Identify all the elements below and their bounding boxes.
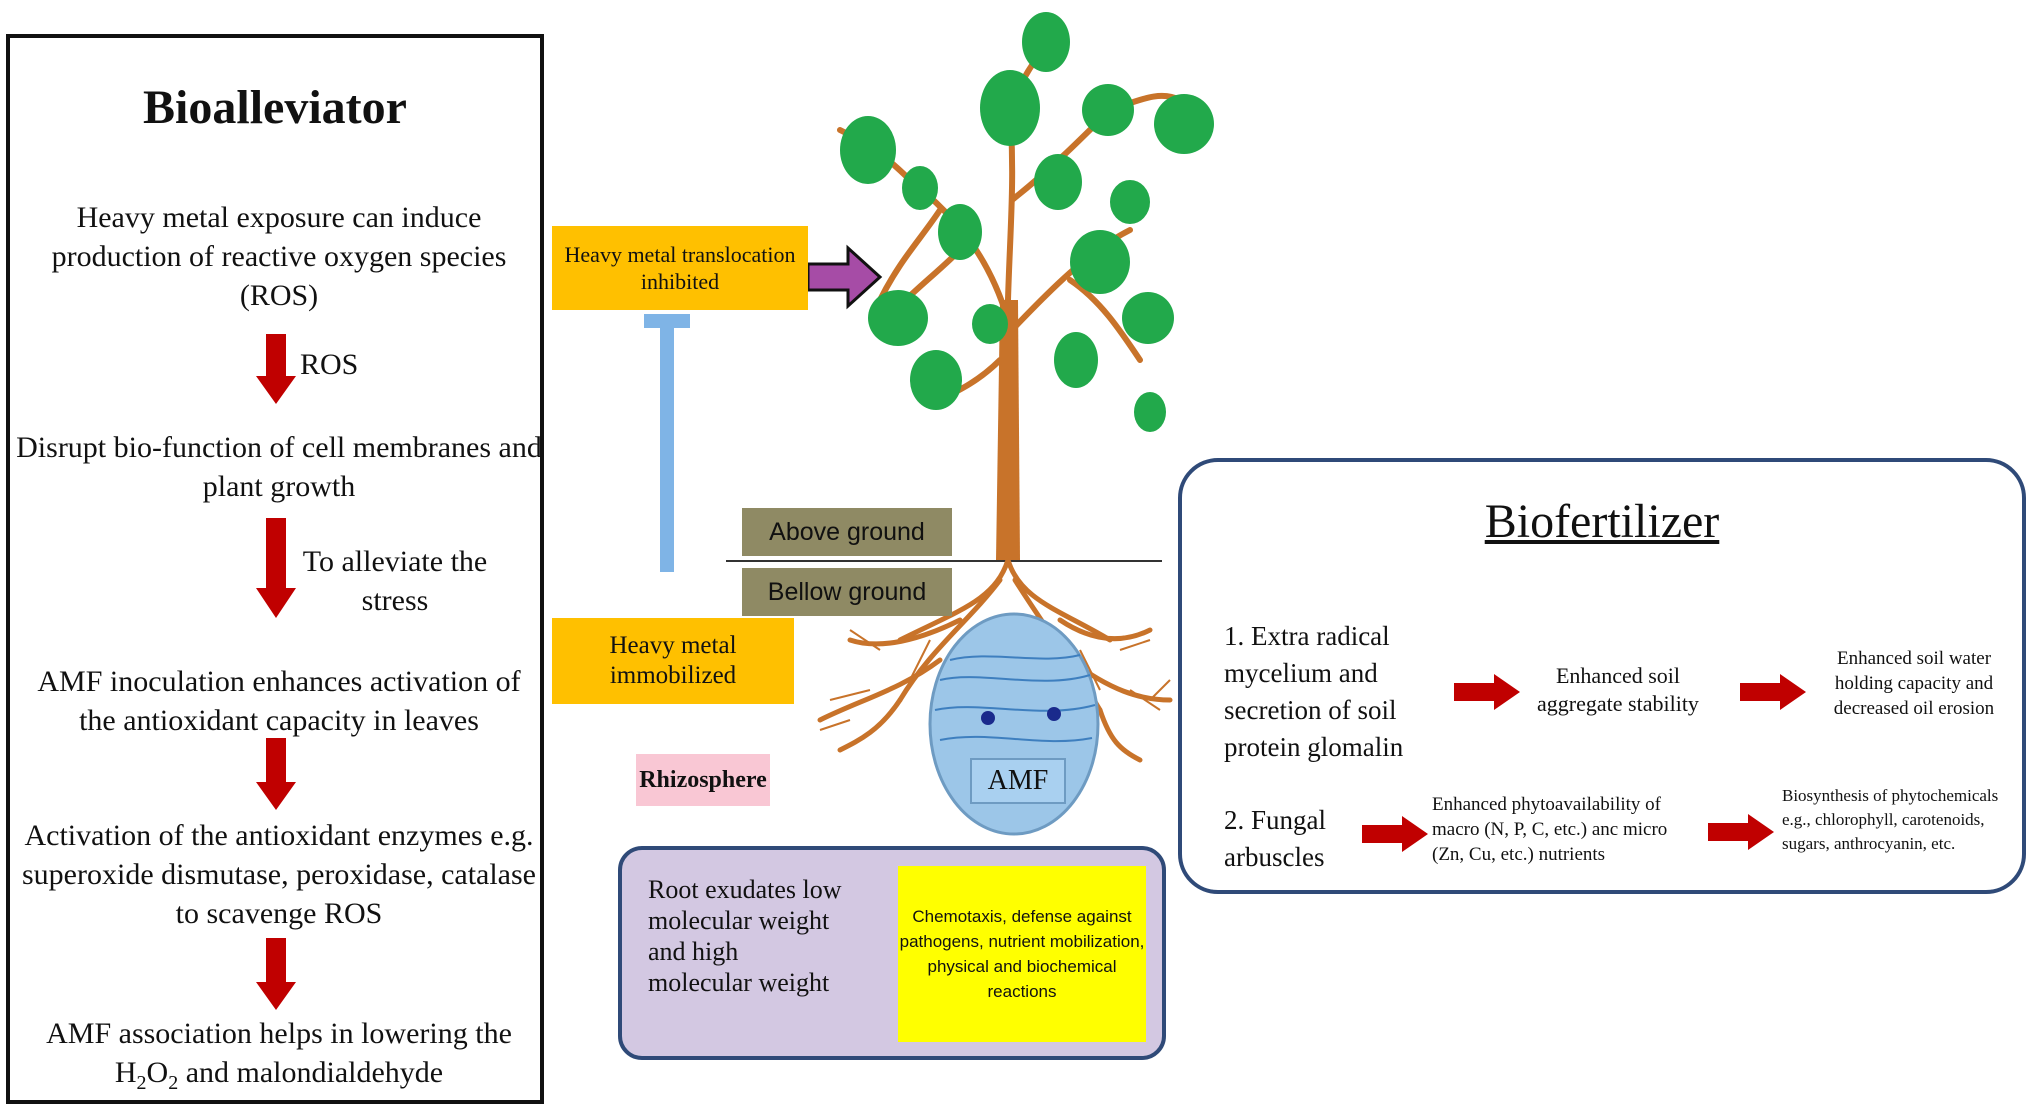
translocation-inhibited-box: Heavy metal translocation inhibited bbox=[552, 226, 808, 310]
bio-step-disrupt: Disrupt bio-function of cell membranes a… bbox=[16, 431, 542, 503]
fert-arrow-1b bbox=[1740, 674, 1806, 710]
bio-step-ros-induction: Heavy metal exposure can induce producti… bbox=[51, 201, 507, 312]
amf-label: AMF bbox=[970, 758, 1066, 804]
arrow-label-alleviate: To alleviate the stress bbox=[302, 545, 488, 617]
bioalleviator-title: Bioalleviator bbox=[143, 81, 407, 134]
below-ground-label: Bellow ground bbox=[742, 568, 952, 616]
step5-sub2: 2 bbox=[168, 1072, 179, 1094]
red-down-arrow-3 bbox=[256, 738, 296, 810]
red-down-arrow-1 bbox=[256, 334, 296, 404]
step5-mid: O bbox=[146, 1056, 169, 1089]
rhizosphere-label: Rhizosphere bbox=[636, 754, 770, 806]
inhibition-cap bbox=[644, 314, 690, 328]
tree-trunk bbox=[996, 300, 1020, 560]
biofertilizer-panel: Biofertilizer 1. Extra radical mycelium … bbox=[1178, 458, 2026, 894]
red-down-arrow-4 bbox=[256, 938, 296, 1010]
fert-arrow-2a bbox=[1362, 816, 1428, 852]
fert-arrow-1a bbox=[1454, 674, 1520, 710]
bio-step-amf-inoculation: AMF inoculation enhances activation of t… bbox=[37, 665, 521, 737]
bio-step-antioxidant-enzymes: Activation of the antioxidant enzymes e.… bbox=[22, 819, 536, 930]
root-exudates-panel: Root exudates low molecular weight and h… bbox=[618, 846, 1166, 1060]
fert-arrow-2b bbox=[1708, 814, 1774, 850]
tree-leaves bbox=[840, 12, 1214, 432]
amf-spore-2 bbox=[1047, 707, 1061, 721]
root-exudates-effects: Chemotaxis, defense against pathogens, n… bbox=[898, 866, 1146, 1042]
heavy-metal-immobilized-box: Heavy metal immobilized bbox=[552, 618, 794, 704]
bio-step-amf-association: AMF association helps in lowering the H2… bbox=[16, 1014, 542, 1103]
step5-sub1: 2 bbox=[136, 1072, 147, 1094]
red-down-arrow-2 bbox=[256, 518, 296, 618]
fert-item1-effect1: Enhanced soil aggregate stability bbox=[1537, 663, 1699, 716]
fert-item2-effect1: Enhanced phytoavailability of macro (N, … bbox=[1432, 794, 1668, 865]
translocation-arrow bbox=[806, 244, 883, 310]
arrow-label-ros: ROS bbox=[300, 348, 359, 381]
fert-item1-effect2: Enhanced soil water holding capacity and… bbox=[1833, 648, 1995, 719]
root-exudates-text: Root exudates low molecular weight and h… bbox=[648, 875, 842, 997]
biofertilizer-title: Biofertilizer bbox=[1484, 495, 1720, 548]
inhibition-bar bbox=[660, 322, 674, 572]
amf-spore-1 bbox=[981, 711, 995, 725]
biofertilizer-item-1: 1. Extra radical mycelium and secretion … bbox=[1224, 621, 1404, 762]
amf-hyphae bbox=[934, 654, 1096, 743]
step5-suffix: and malondialdehyde bbox=[178, 1056, 444, 1089]
biofertilizer-item-2: 2. Fungal arbuscles bbox=[1224, 805, 1327, 872]
step5-prefix: AMF association helps in lowering the H bbox=[46, 1017, 512, 1089]
above-ground-label: Above ground bbox=[742, 508, 952, 556]
bioalleviator-panel: Bioalleviator Heavy metal exposure can i… bbox=[6, 34, 544, 1104]
fert-item2-effect2: Biosynthesis of phytochemicals e.g., chl… bbox=[1782, 786, 1999, 853]
fine-roots bbox=[819, 629, 1171, 731]
